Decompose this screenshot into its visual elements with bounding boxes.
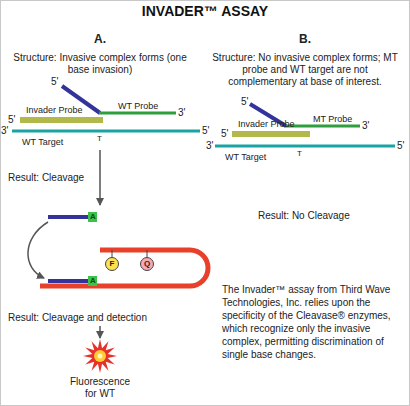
base-letter: T [297,149,302,159]
target-strand [12,130,200,133]
strand-name: Invader Probe [238,119,295,130]
result-note: Result: Cleavage [8,172,84,184]
caption-text: The Invader™ assay from Third Wave Techn… [222,283,406,361]
strand-name: WT Target [22,137,63,148]
burst-center [98,354,103,359]
strand-end: 5' [241,96,248,108]
invader-probe-bar [20,117,103,123]
strand-end: 3' [362,120,369,132]
flap-base [88,276,97,286]
node-letter: Q [144,260,150,268]
strand-name: WT Probe [118,101,158,112]
diagram-title: INVADER™ ASSAY [0,3,410,19]
strand-name: WT Target [225,152,266,163]
result-note: Fluorescence for WT [65,376,135,400]
structure-note: Structure: Invasive complex forms (one b… [10,52,190,76]
strand-end: 3' [178,107,185,119]
panel-letter: A. [80,32,120,46]
base-letter: T [97,134,102,144]
panel-letter: B. [285,32,325,46]
strand-end: 5' [8,114,15,126]
flow-arrow [99,150,101,205]
strand-end: 5' [202,125,209,137]
burst-core [94,350,106,362]
strand-end: 5' [397,140,404,152]
result-note: Result: Cleavage and detection [8,312,147,324]
quencher-circle: Q [140,257,154,271]
fluorescence-burst [83,339,117,373]
flap-base [88,212,97,222]
strand-end: 5' [51,76,58,88]
bound-flap [48,279,89,283]
flow-arrow [99,326,101,338]
target-strand [215,145,395,148]
strand-end: 5' [221,128,228,140]
node-letter: F [110,260,115,268]
base-letter: A [90,212,96,222]
cleaved-flap [48,215,89,219]
strand-end: 3' [206,140,213,152]
fluorophore-circle: F [105,257,119,271]
result-note: Result: No Cleavage [258,210,350,222]
strand-name: MT Probe [313,114,352,125]
strand-end: 3' [1,125,8,137]
strand-name: Invader Probe [26,105,83,116]
fret-hairpin [40,250,208,286]
structure-note: Structure: No invasive complex forms; MT… [210,52,400,88]
invader-probe-bar [232,131,310,137]
curved-arrow [28,222,48,278]
wt-probe-strand [99,112,176,115]
base-letter: A [90,276,96,286]
mt-probe-strand [285,125,360,128]
